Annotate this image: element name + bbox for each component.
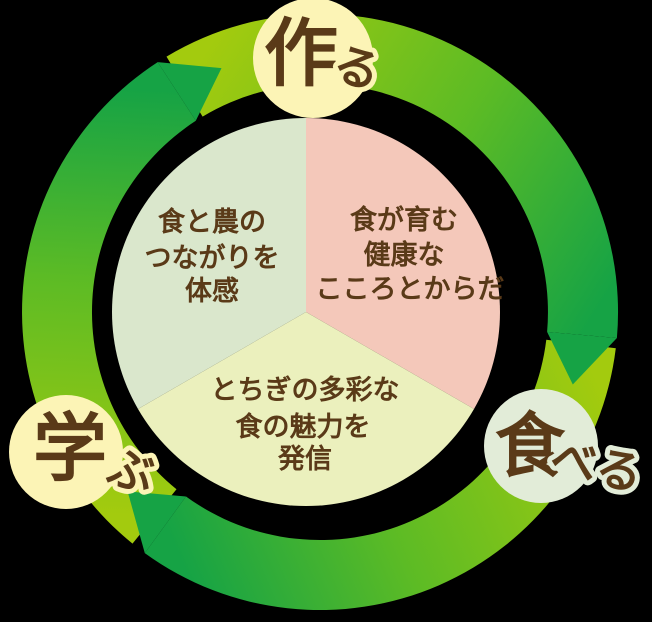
ring-segment-eat-to-learn (144, 339, 616, 611)
arrow-to-learn-icon (127, 491, 186, 554)
sector-health-line-1: 食が育む (350, 204, 458, 236)
sector-health-line-3: こころとからだ (316, 274, 505, 305)
sector-promote-line-2: 食の魅力を (236, 411, 371, 443)
badge-eat-text: 食 (495, 405, 566, 487)
badge-make-circle (253, 0, 373, 118)
badge-make-text: 作 (264, 11, 338, 97)
sector-health-line-2: 健康な (364, 239, 445, 271)
badge-eat-circle (484, 389, 598, 503)
sector-experience-line-1: 食と農の (158, 206, 266, 238)
sector-experience-line-2: つながりを (145, 242, 280, 274)
sector-health (306, 118, 500, 409)
sector-promote (138, 312, 474, 506)
sector-experience (112, 118, 306, 409)
sector-promote-line-3: 発信 (277, 444, 332, 475)
badge-learn-circle (9, 395, 123, 509)
sector-experience-line-3: 体感 (185, 275, 239, 307)
sector-promote-line-1: とちぎの多彩な (211, 375, 400, 406)
arrow-to-eat-icon (547, 331, 617, 385)
ring-segment-make-to-eat (166, 14, 619, 338)
badge-learn-text: 学 (33, 406, 107, 492)
arrow-to-make-icon (157, 62, 222, 121)
